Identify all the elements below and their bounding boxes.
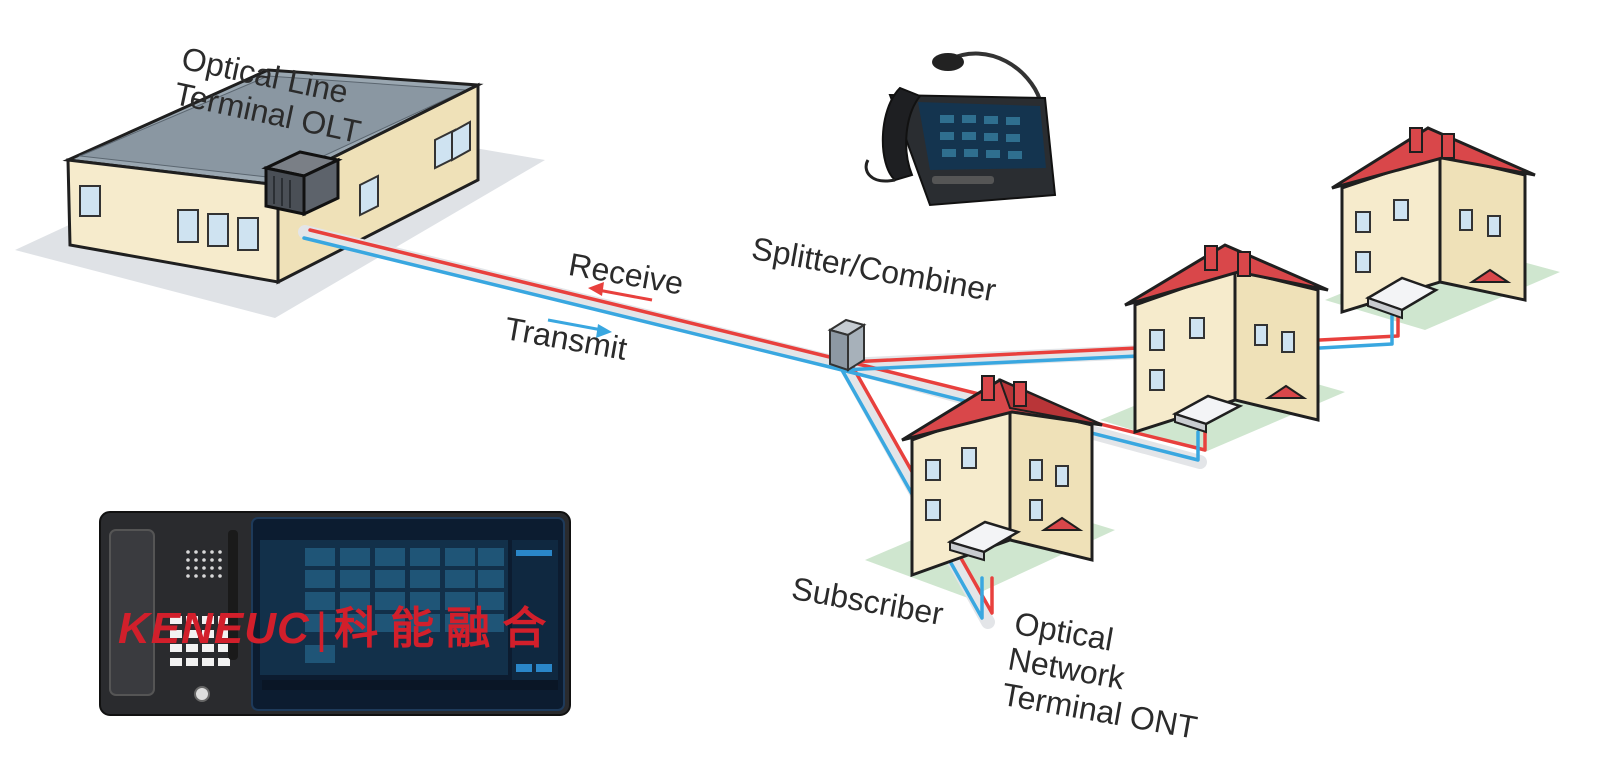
receive-fiber [308, 228, 1400, 615]
logo-chinese: 科能融合 [334, 604, 559, 653]
house-3 [1331, 126, 1536, 315]
olt-cabinet-icon [261, 150, 343, 217]
transmit-fiber [302, 236, 1394, 620]
ont-router-icon [946, 520, 1022, 562]
desk-phone-icon [864, 51, 1057, 207]
central-office-building [62, 68, 484, 285]
house-2 [1124, 243, 1329, 435]
dispatch-console-icon [99, 511, 571, 716]
logo-separator: | [315, 604, 329, 653]
splitter-icon [827, 318, 867, 372]
receive-arrow-icon [588, 282, 653, 302]
ont-router-icon [1171, 394, 1244, 434]
logo-latin: KENEUC [118, 604, 310, 653]
transmit-arrow-icon [547, 318, 612, 338]
ont-router-icon [1365, 276, 1439, 320]
brand-logo: KENEUC|科能融合 [118, 592, 558, 656]
